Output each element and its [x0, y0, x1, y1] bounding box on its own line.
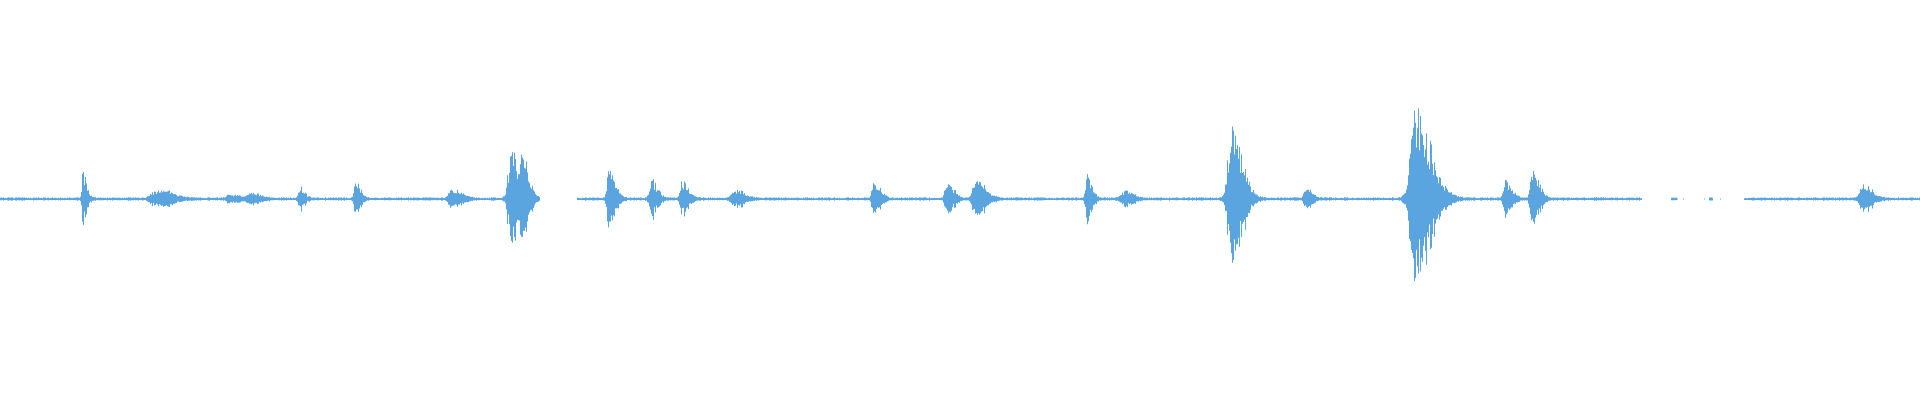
waveform-signal	[0, 108, 1920, 282]
